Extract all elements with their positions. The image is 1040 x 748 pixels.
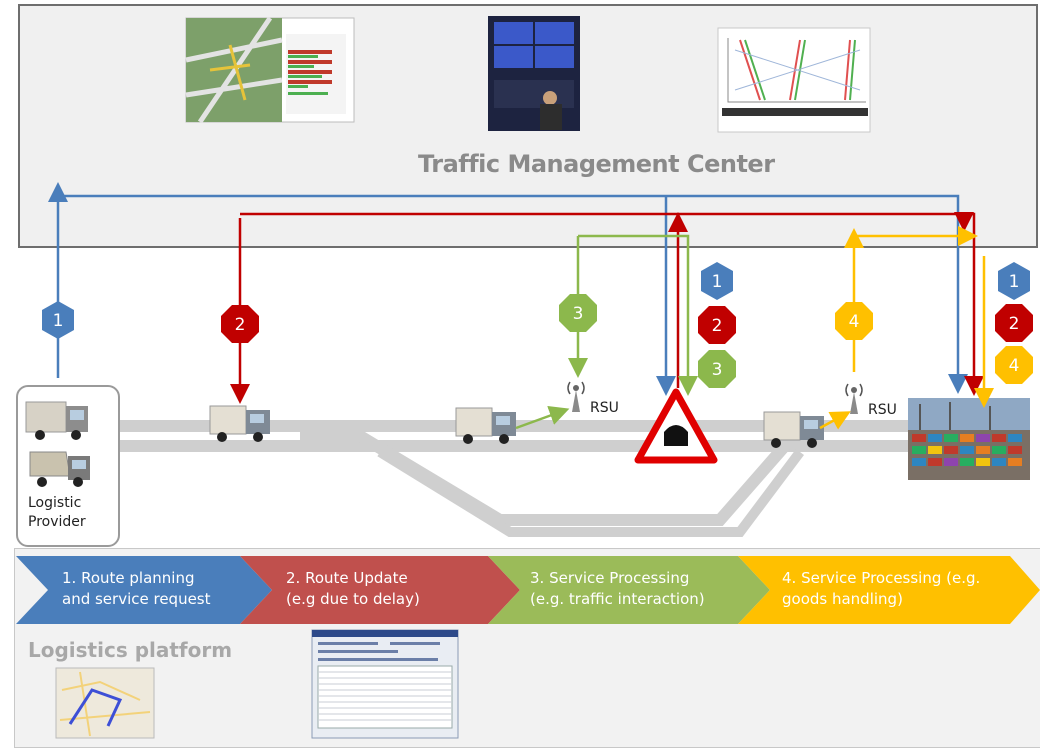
tunnel-warning-sign-icon: [634, 388, 718, 464]
container-port-thumbnail: [908, 398, 1030, 480]
tmc-title: Traffic Management Center: [418, 150, 775, 178]
step-badge-4: 4: [835, 302, 873, 340]
step-1-text: 1. Route planning and service request: [62, 569, 211, 608]
truck-icon: [29, 451, 90, 487]
step-chevron-4: [738, 556, 1040, 624]
step-badge-2: 2: [221, 305, 259, 343]
step-4-text: 4. Service Processing (e.g. goods handli…: [782, 569, 981, 608]
traffic-map-thumbnail: [185, 16, 355, 124]
svg-text:4: 4: [1009, 356, 1020, 376]
truck-icon: [455, 407, 516, 444]
tunnel-badge-1: 1: [701, 262, 733, 300]
svg-text:3: 3: [573, 304, 584, 324]
step-badge-3: 3: [559, 294, 597, 332]
step-chevron-3: [488, 556, 770, 624]
svg-text:3: 3: [712, 360, 723, 380]
port-badge-2: 2: [995, 304, 1033, 342]
tunnel-badge-3: 3: [698, 350, 736, 388]
svg-text:1: 1: [712, 272, 723, 292]
rsu-antenna-icon: [845, 383, 863, 414]
svg-text:2: 2: [1009, 314, 1020, 334]
truck-icon: [209, 405, 270, 442]
step-badge-1: 1: [42, 301, 74, 339]
truck-icon: [25, 401, 88, 440]
time-distance-chart-thumbnail: [717, 27, 871, 133]
flow-route-planning: [48, 182, 968, 396]
rsu-antenna-icon: [567, 381, 585, 412]
tunnel-badge-2: 2: [698, 306, 736, 344]
rsu-label: RSU: [590, 400, 619, 416]
platform-title: Logistics platform: [28, 638, 233, 662]
control-room-thumbnail: [488, 16, 580, 131]
logistic-provider-label: Logistic Provider: [28, 495, 86, 530]
step-chevron-2: [240, 556, 520, 624]
svg-text:2: 2: [235, 315, 246, 335]
logistics-form-thumbnail: [311, 629, 459, 739]
step-chevron-1: [16, 556, 272, 624]
truck-icon: [763, 411, 824, 448]
route-map-thumbnail: [55, 667, 155, 739]
port-badge-1: 1: [998, 262, 1030, 300]
step-2-text: 2. Route Update (e.g due to delay): [286, 569, 420, 608]
process-steps: [16, 556, 1040, 624]
svg-text:1: 1: [53, 311, 64, 331]
svg-text:4: 4: [849, 312, 860, 332]
svg-text:2: 2: [712, 316, 723, 336]
svg-text:1: 1: [1009, 272, 1020, 292]
step-3-text: 3. Service Processing (e.g. traffic inte…: [530, 569, 705, 608]
rsu-label: RSU: [868, 402, 897, 418]
port-badge-4: 4: [995, 346, 1033, 384]
